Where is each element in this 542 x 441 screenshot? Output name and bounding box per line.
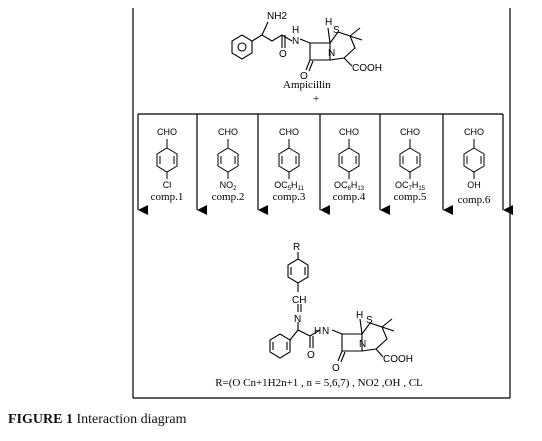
beta-lactam-ring [309, 42, 331, 61]
oxygen-1-label: O [279, 49, 287, 60]
compound-label: comp.4 [333, 191, 366, 203]
substituent-label: OC7H15 [395, 180, 426, 192]
aldehyde-compound-6: CHO OH comp.6 [458, 127, 491, 206]
figure-title: Interaction diagram [76, 412, 187, 427]
oxygen-2-label: O [300, 71, 308, 82]
product-beta-h: H [356, 310, 363, 321]
sulfur-label: S [333, 25, 340, 36]
product-labels: R CH N N H H S N O O COOH [292, 242, 413, 374]
product-nh-n: N [322, 326, 329, 337]
cho-label: CHO [400, 127, 420, 137]
cho-label: CHO [157, 127, 177, 137]
nh-h-label: H [292, 25, 299, 36]
substituent-label: NO2 [220, 180, 238, 192]
ampicillin-labels: NH2 N H H S N O O COOH [267, 11, 382, 82]
r-definition: R=(O Cn+1H2n+1 , n = 5,6,7) , NO2 ,OH , … [215, 377, 423, 389]
ampicillin-structure [231, 21, 363, 72]
beta-h-label: H [325, 17, 332, 28]
figure-caption: FIGURE 1 Interaction diagram [8, 412, 186, 428]
ampicillin-ring-circle [237, 42, 247, 52]
compound-label: comp.5 [394, 191, 427, 203]
acid-label: COOH [352, 63, 382, 74]
product-oxygen-1: O [307, 350, 315, 361]
product-structure [269, 252, 395, 363]
ampicillin-phenyl-ring [231, 34, 253, 60]
amine-label: NH2 [267, 11, 287, 22]
product-nh-h: H [314, 326, 321, 337]
ch-label: CH [292, 295, 306, 306]
compound-label: comp.6 [458, 194, 491, 206]
product-acid: COOH [383, 354, 413, 365]
product-oxygen-2: O [332, 363, 340, 374]
ampicillin-name: Ampicillin [283, 79, 331, 91]
aldehyde-structures: CHOClcomp.1CHONO2comp.2CHOOC5H11comp.3CH… [151, 127, 491, 206]
plus-sign: + [313, 93, 319, 105]
substituent-label: Cl [163, 180, 172, 190]
figure-label: FIGURE 1 [8, 412, 73, 427]
substituent-label: OC5H11 [274, 180, 304, 192]
frame [132, 8, 511, 399]
nh-n-label: N [292, 36, 299, 47]
cho-label: CHO [218, 127, 238, 137]
substituent-label: OC6H13 [334, 180, 365, 192]
imine-n-label: N [294, 314, 301, 325]
compound-label: comp.3 [273, 191, 306, 203]
product-ring-n: N [359, 339, 366, 350]
ring-n-label: N [328, 48, 335, 59]
compound-label: comp.2 [212, 191, 245, 203]
cho-label: CHO [279, 127, 299, 137]
compound-label: comp.1 [151, 191, 184, 203]
cho-label: CHO [339, 127, 359, 137]
product-sulfur: S [366, 315, 373, 326]
reaction-arrows [137, 114, 513, 215]
substituent-label: OH [467, 180, 481, 190]
r-label: R [293, 242, 300, 253]
cho-label: CHO [464, 127, 484, 137]
